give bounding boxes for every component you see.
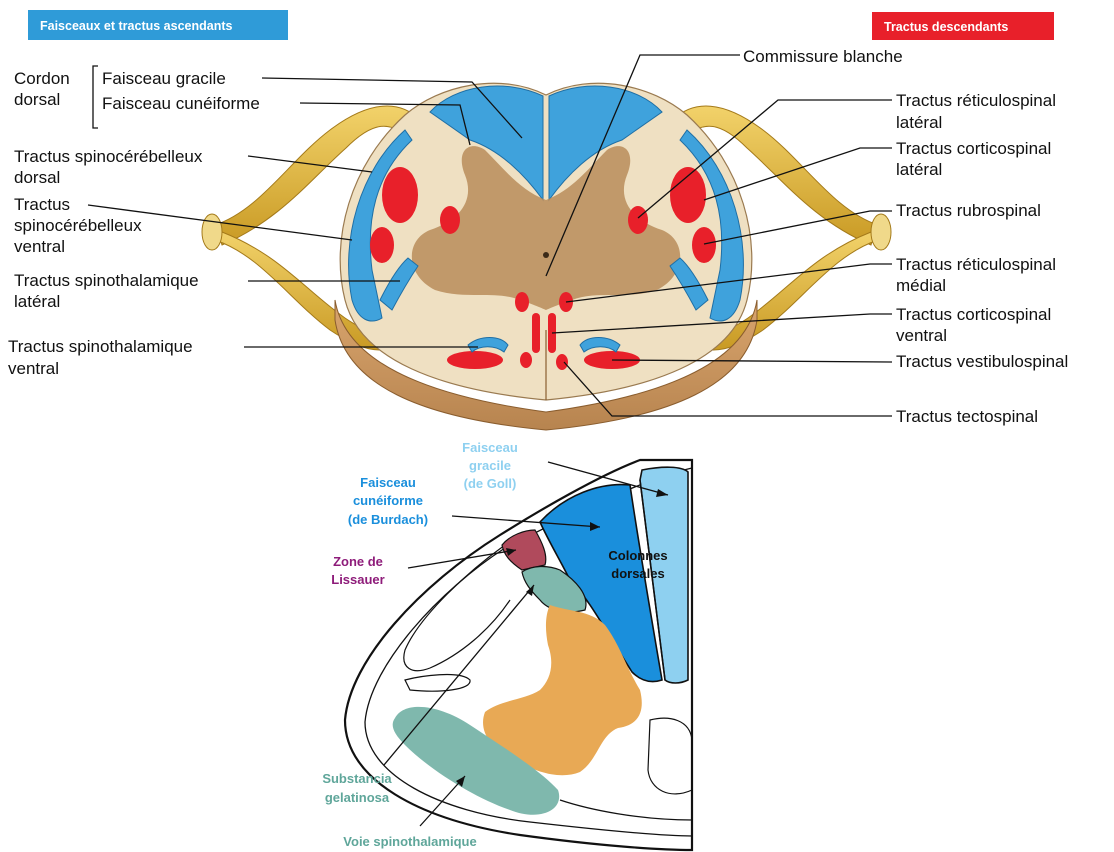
rsl-label-2: latéral — [896, 113, 942, 132]
cordon-label-2: dorsal — [14, 90, 60, 109]
scb-dorsal-label-1: Tractus spinocérébelleux — [14, 147, 203, 166]
left-corticospinal-lateral — [382, 167, 418, 223]
stl-label-1: Tractus spinothalamique — [14, 271, 199, 290]
descending-header-text: Tractus descendants — [884, 20, 1008, 34]
left-rubrospinal — [370, 227, 394, 263]
cuneiforme-label-3: (de Burdach) — [348, 512, 428, 527]
left-vestibulospinal — [447, 351, 503, 369]
csl-label-1: Tractus corticospinal — [896, 139, 1051, 158]
left-reticulospinal-medial — [515, 292, 529, 312]
rubro-label: Tractus rubrospinal — [896, 201, 1041, 220]
commissure-label: Commissure blanche — [743, 47, 903, 66]
right-reticulospinal-lateral — [628, 206, 648, 234]
csv-label-2: ventral — [896, 326, 947, 345]
lissauer-label-1: Zone de — [333, 554, 383, 569]
ascending-header-text: Faisceaux et tractus ascendants — [40, 19, 232, 33]
cord-cross-section — [202, 83, 891, 430]
cuneiforme-label-2: cunéiforme — [353, 493, 423, 508]
vestibulo-label: Tractus vestibulospinal — [896, 352, 1068, 371]
scb-ventral-label-2: spinocérébelleux — [14, 216, 142, 235]
gelatinosa-label-2: gelatinosa — [325, 790, 390, 805]
central-canal — [543, 252, 549, 258]
gracile-label: Faisceau gracile — [102, 69, 226, 88]
gelatinosa-label-1: Substancia — [322, 771, 392, 786]
csv-label-1: Tractus corticospinal — [896, 305, 1051, 324]
right-root-end — [871, 214, 891, 250]
left-root-end — [202, 214, 222, 250]
cuneiforme-label-1: Faisceau — [360, 475, 416, 490]
right-tectospinal — [556, 354, 568, 370]
cuneiforme-label: Faisceau cunéiforme — [102, 94, 260, 113]
colonnes-label-2: dorsales — [611, 566, 664, 581]
stv-label-1: Tractus spinothalamique — [8, 337, 193, 356]
right-rubrospinal — [692, 227, 716, 263]
gracile-label-3: (de Goll) — [464, 476, 517, 491]
cordon-label-1: Cordon — [14, 69, 70, 88]
stv-label-2: ventral — [8, 359, 59, 378]
scb-ventral-label-1: Tractus — [14, 195, 70, 214]
spinothalamique-label: Voie spinothalamique — [343, 834, 476, 849]
rsm-label-1: Tractus réticulospinal — [896, 255, 1056, 274]
lissauer-label-2: Lissauer — [331, 572, 384, 587]
stl-label-2: latéral — [14, 292, 60, 311]
rsm-label-2: médial — [896, 276, 946, 295]
left-tectospinal — [520, 352, 532, 368]
colonnes-label-1: Colonnes — [608, 548, 667, 563]
gracile-label-2: gracile — [469, 458, 511, 473]
scb-ventral-label-3: ventral — [14, 237, 65, 256]
left-corticospinal-ventral — [532, 313, 540, 353]
ascending-header: Faisceaux et tractus ascendants — [28, 10, 288, 40]
rsl-label-1: Tractus réticulospinal — [896, 91, 1056, 110]
scb-dorsal-label-2: dorsal — [14, 168, 60, 187]
tecto-label: Tractus tectospinal — [896, 407, 1038, 426]
csl-label-2: latéral — [896, 160, 942, 179]
left-reticulospinal-lateral — [440, 206, 460, 234]
gracile-label-1: Faisceau — [462, 440, 518, 455]
cordon-bracket — [93, 66, 98, 128]
descending-header: Tractus descendants — [872, 12, 1054, 40]
